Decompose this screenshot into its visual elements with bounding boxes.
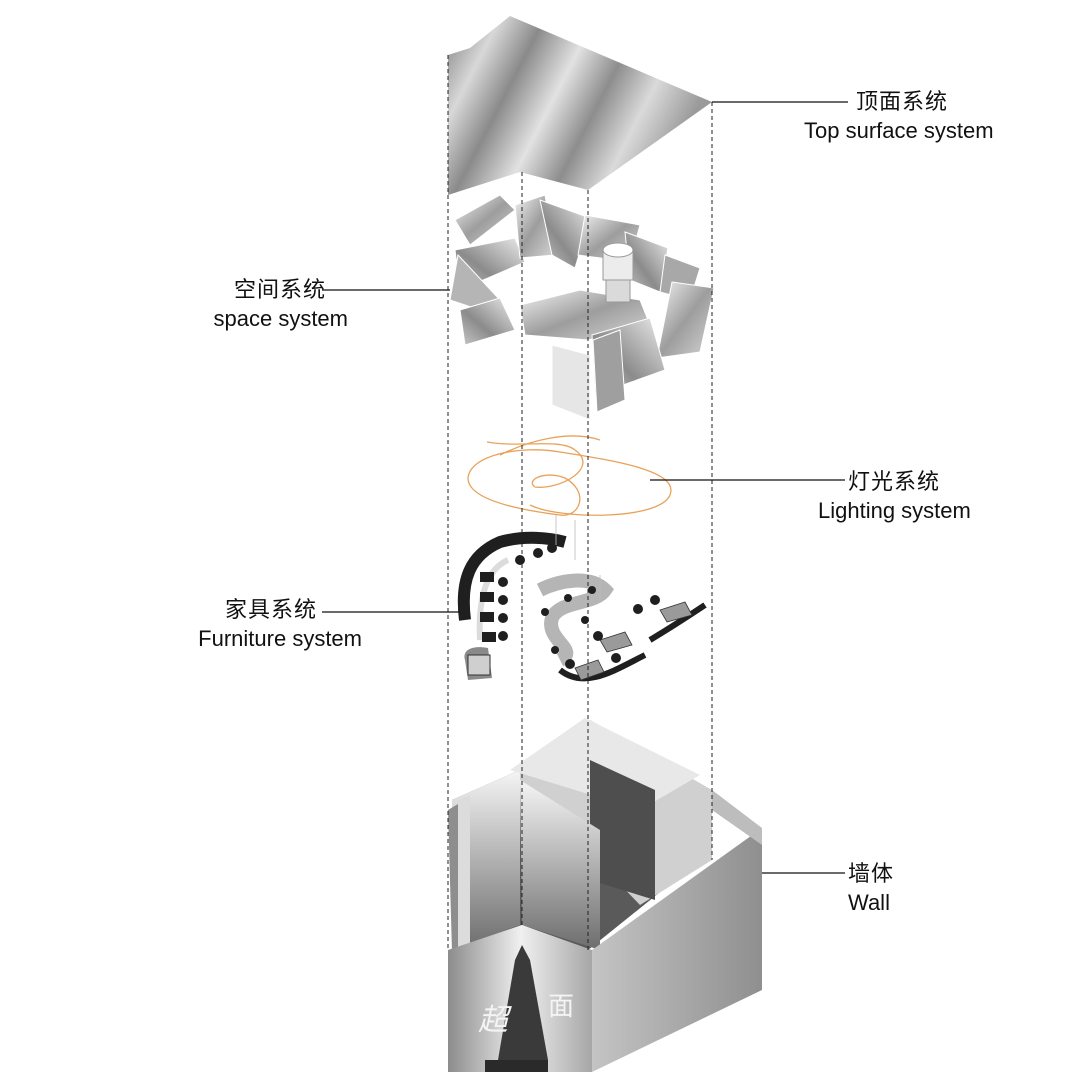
- furniture-system-layer: [457, 515, 707, 682]
- label-furniture-zh: 家具系统: [224, 597, 317, 622]
- label-top-surface-en: Top surface system: [804, 117, 994, 143]
- label-lighting-en: Lighting system: [818, 497, 971, 523]
- space-system-layer: [449, 194, 715, 421]
- leader-lines: [322, 101, 848, 874]
- label-furniture-system: 家具系统 Furniture system: [166, 596, 362, 653]
- label-top-surface-system: 顶面系统 Top surface system: [804, 88, 994, 145]
- projection-guide-lines: [447, 55, 713, 950]
- label-wall: 墙体 Wall: [848, 860, 894, 917]
- label-space-zh: 空间系统: [233, 277, 326, 302]
- label-furniture-en: Furniture system: [198, 625, 362, 651]
- label-space-system: 空间系统 space system: [180, 276, 349, 333]
- wall-calligraphy-left: 超: [478, 1003, 512, 1038]
- wall-system-layer: [448, 718, 762, 1072]
- label-wall-zh: 墙体: [848, 861, 895, 886]
- label-top-surface-zh: 顶面系统: [856, 89, 949, 114]
- label-wall-en: Wall: [848, 889, 890, 915]
- label-lighting-zh: 灯光系统: [848, 469, 941, 494]
- label-space-en: space system: [213, 305, 349, 331]
- label-lighting-system: 灯光系统 Lighting system: [818, 468, 971, 525]
- top-surface-layer: [448, 16, 712, 195]
- lighting-system-layer: [467, 435, 672, 516]
- wall-calligraphy-right: 面: [548, 992, 574, 1022]
